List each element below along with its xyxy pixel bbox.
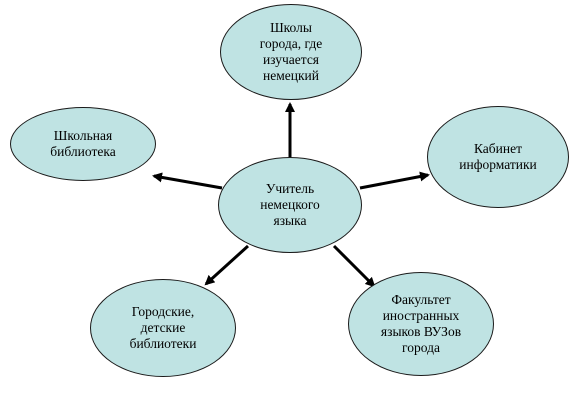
node-school-library: Школьная библиотека xyxy=(10,107,156,181)
arrow-to-bottom-right xyxy=(332,244,376,288)
node-city-libraries: Городские, детские библиотеки xyxy=(90,279,236,377)
node-foreign-languages-faculty: Факультет иностранных языков ВУЗов город… xyxy=(348,272,494,376)
node-schools-label: Школы города, где изучается немецкий xyxy=(259,20,323,83)
node-german-teacher-label: Учитель немецкого языка xyxy=(260,181,320,228)
node-schools: Школы города, где изучается немецкий xyxy=(220,4,362,100)
arrow-to-right xyxy=(359,171,430,190)
node-city-libraries-label: Городские, детские библиотеки xyxy=(129,304,197,351)
arrow-to-bottom-left xyxy=(204,244,250,286)
node-foreign-languages-faculty-label: Факультет иностранных языков ВУЗов город… xyxy=(380,292,462,355)
node-school-library-label: Школьная библиотека xyxy=(50,128,116,159)
arrow-to-left xyxy=(152,172,223,190)
node-computer-room: Кабинет информатики xyxy=(427,106,569,208)
node-german-teacher: Учитель немецкого языка xyxy=(218,157,362,253)
node-computer-room-label: Кабинет информатики xyxy=(459,141,537,172)
